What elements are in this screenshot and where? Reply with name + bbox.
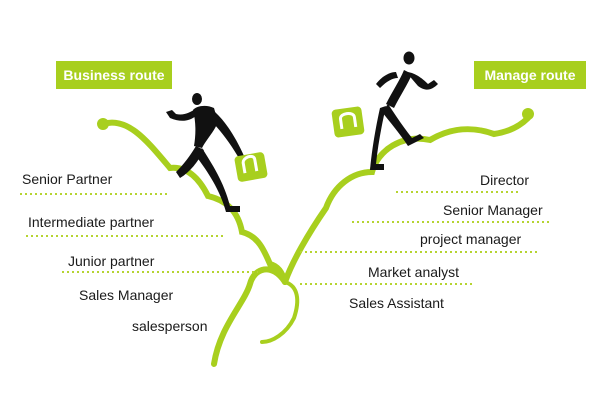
business-level-intermediate-partner: Intermediate partner bbox=[28, 214, 155, 230]
business-level-senior-partner: Senior Partner bbox=[22, 171, 113, 187]
briefcase-icon bbox=[331, 106, 365, 138]
trunk-curve bbox=[211, 266, 288, 367]
right-branch bbox=[282, 115, 531, 285]
management-level-project-manager: project manager bbox=[420, 231, 522, 247]
bottom-hook bbox=[260, 280, 300, 344]
running-man-icon bbox=[370, 51, 438, 170]
management-level-senior-manager: Senior Manager bbox=[443, 202, 543, 218]
business-level-sales-manager: Sales Manager bbox=[79, 287, 174, 303]
management-route-label: Manage route bbox=[474, 61, 586, 89]
management-level-sales-assistant: Sales Assistant bbox=[349, 295, 444, 311]
level-dotted-lines bbox=[20, 191, 552, 285]
business-level-salesperson: salesperson bbox=[132, 318, 208, 334]
running-man-icon bbox=[166, 93, 250, 212]
management-level-director: Director bbox=[480, 172, 530, 188]
management-level-market-analyst: Market analyst bbox=[368, 264, 460, 280]
briefcase-icon bbox=[234, 152, 268, 182]
right-endpoint-dot bbox=[522, 108, 534, 120]
business-route-label: Business route bbox=[56, 61, 172, 89]
business-level-junior-partner: Junior partner bbox=[68, 253, 155, 269]
left-endpoint-dot bbox=[97, 118, 109, 130]
